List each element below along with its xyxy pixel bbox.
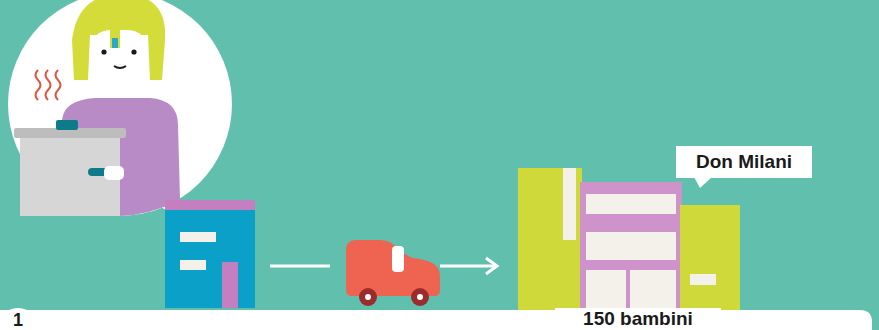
- kitchen-building: [165, 200, 255, 308]
- node-text: Don Milani: [696, 151, 792, 173]
- children-count-label: 150 bambini: [555, 308, 721, 330]
- node-text: 150 bambini: [583, 308, 693, 330]
- callout-tail: [694, 177, 712, 188]
- route-arrow: [440, 258, 497, 274]
- cook-bubble: [8, 0, 232, 222]
- delivery-truck: [346, 240, 440, 306]
- route-line: [270, 265, 330, 268]
- school-name-callout: Don Milani: [676, 146, 812, 178]
- school-building: [518, 168, 740, 310]
- bottom-bar: [0, 310, 872, 330]
- node-text: 1: [13, 310, 23, 330]
